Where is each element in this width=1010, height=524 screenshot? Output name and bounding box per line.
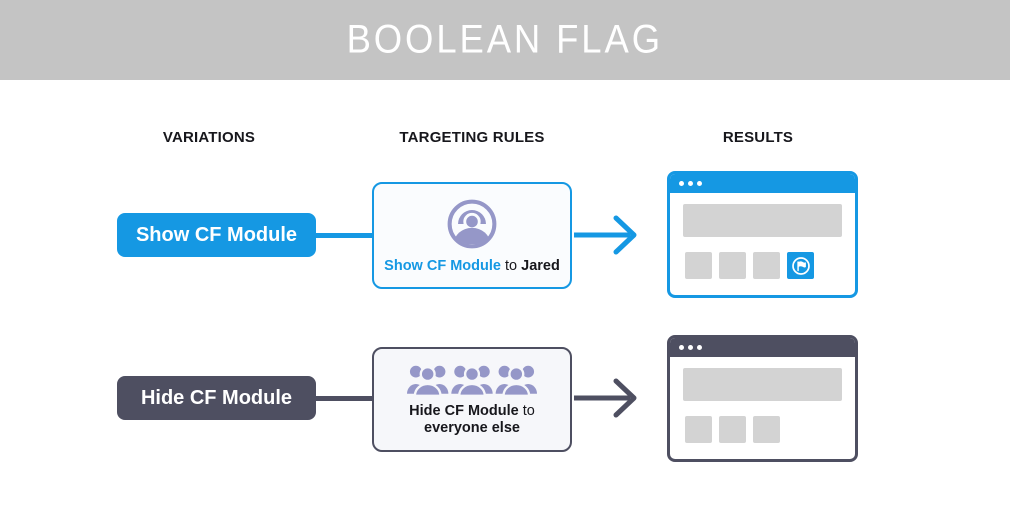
targeting-rule-box-row2: Hide CF Module to everyone else xyxy=(372,347,572,452)
rule-connector-row2: to xyxy=(522,403,535,419)
connector-line-row2 xyxy=(314,396,374,401)
window-dot-icon xyxy=(688,345,693,350)
targeting-rule-text-row2: Hide CF Module to everyone else xyxy=(409,403,535,437)
result-browser-row2 xyxy=(667,335,858,462)
window-dot-icon xyxy=(679,345,684,350)
rule-action-row2: Hide CF Module xyxy=(409,403,519,419)
crowd-icon xyxy=(407,362,537,398)
arrow-row2 xyxy=(574,378,637,418)
variation-pill-show-cf-module: Show CF Module xyxy=(117,213,316,257)
browser-titlebar-row1 xyxy=(670,174,855,193)
browser-body-row2 xyxy=(670,357,855,459)
rule-audience-row1: Jared xyxy=(521,257,560,274)
arrow-row1 xyxy=(574,215,637,255)
connector-line-row1 xyxy=(314,233,374,238)
page-title: BOOLEAN FLAG xyxy=(346,17,664,62)
column-header-results: RESULTS xyxy=(722,129,794,146)
content-placeholder-row xyxy=(685,416,780,443)
header-banner: BOOLEAN FLAG xyxy=(0,0,1010,80)
targeting-rule-box-row1: Show CF Module to Jared xyxy=(372,182,572,289)
window-dot-icon xyxy=(697,181,702,186)
column-header-variations: VARIATIONS xyxy=(162,129,256,146)
column-header-targeting-rules: TARGETING RULES xyxy=(399,129,545,146)
rule-action-row1: Show CF Module xyxy=(384,257,501,274)
result-browser-row1 xyxy=(667,171,858,298)
single-user-avatar-icon xyxy=(445,197,499,251)
content-placeholder-banner xyxy=(683,204,842,237)
content-placeholder-banner xyxy=(683,368,842,401)
content-placeholder-row xyxy=(685,252,814,279)
content-placeholder-square xyxy=(719,416,746,443)
content-placeholder-square xyxy=(753,252,780,279)
window-dot-icon xyxy=(697,345,702,350)
content-placeholder-square xyxy=(685,252,712,279)
targeting-rule-text-row1: Show CF Module to Jared xyxy=(384,258,560,275)
flag-module-icon xyxy=(789,254,813,278)
content-placeholder-square xyxy=(719,252,746,279)
variation-pill-hide-cf-module: Hide CF Module xyxy=(117,376,316,420)
browser-body-row1 xyxy=(670,193,855,295)
content-placeholder-square xyxy=(685,416,712,443)
window-dot-icon xyxy=(679,181,684,186)
rule-audience-row2: everyone else xyxy=(424,420,520,436)
window-dot-icon xyxy=(688,181,693,186)
content-placeholder-square xyxy=(753,416,780,443)
browser-titlebar-row2 xyxy=(670,338,855,357)
rule-connector-row1: to xyxy=(505,257,518,274)
cf-module-tile xyxy=(787,252,814,279)
